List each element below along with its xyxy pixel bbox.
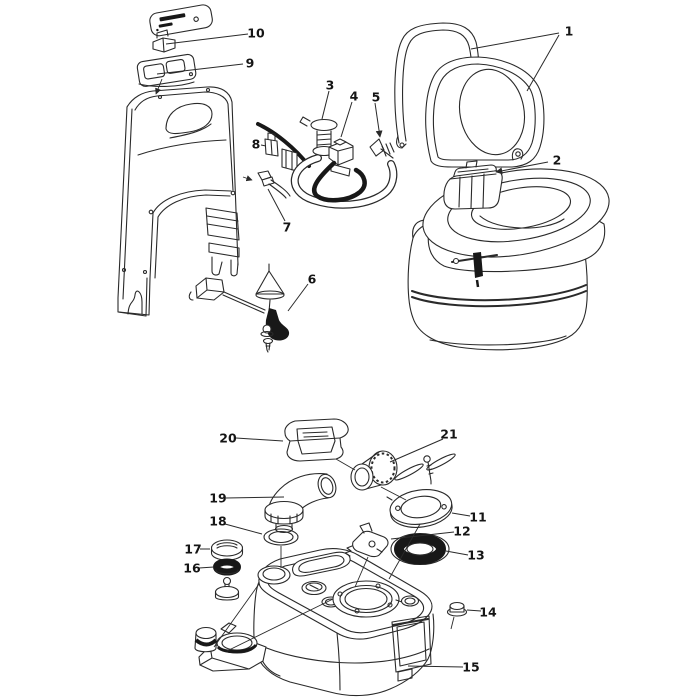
drain-cap-drawing [446, 601, 468, 617]
seal-flange-drawing [344, 489, 453, 566]
leader-line-part-12 [390, 531, 455, 540]
control-panel-covers-drawing [136, 4, 213, 95]
part-label-20: 20 [219, 431, 237, 446]
leader-line-part-16 [198, 566, 215, 569]
waste-tank-drawing [253, 548, 435, 697]
leader-line-part-10 [165, 33, 249, 45]
part-label-4: 4 [350, 89, 359, 104]
valve-knob-drawing [350, 450, 456, 491]
leader-line-part-4 [340, 101, 353, 138]
part-label-9: 9 [246, 56, 255, 71]
part-label-8: 8 [252, 137, 261, 152]
leader-line-part-20 [235, 437, 284, 442]
toilet-body-drawing [407, 168, 610, 351]
part-label-7: 7 [283, 220, 292, 235]
leader-line-part-9 [156, 63, 244, 75]
leader-line-part-1 [470, 32, 560, 50]
part-label-17: 17 [184, 542, 201, 557]
part-label-3: 3 [326, 78, 335, 93]
leader-line-part-7 [267, 188, 286, 222]
part-label-18: 18 [209, 514, 226, 529]
part-label-12: 12 [453, 524, 470, 539]
leader-line-part-11 [451, 512, 471, 517]
pour-spout-drawing [263, 473, 337, 546]
part-label-11: 11 [469, 510, 486, 525]
lid-and-seat-drawing [394, 22, 545, 180]
part-label-15: 15 [462, 660, 479, 675]
slide-cover-drawing [284, 418, 349, 462]
leader-line-part-14 [466, 609, 482, 612]
leader-line-part-8 [260, 144, 267, 147]
part-label-13: 13 [467, 548, 484, 563]
vent-cap-drawing [210, 539, 244, 601]
part-label-2: 2 [553, 153, 562, 168]
leader-line-part-2 [495, 161, 549, 175]
flush-handle-drawing [255, 263, 290, 353]
leader-line-part-15 [407, 665, 464, 668]
part-label-1: 1 [565, 24, 574, 39]
level-indicator-drawing [194, 622, 267, 672]
assembly-lines [213, 458, 455, 652]
leader-line-part-13 [445, 550, 469, 556]
part-label-10: 10 [247, 26, 265, 41]
leader-line-part-5 [374, 102, 383, 138]
leader-line-part-6 [287, 283, 309, 312]
part-label-5: 5 [372, 90, 381, 105]
leader-line-part-3 [321, 90, 330, 120]
pump-assembly-drawing [242, 116, 398, 209]
part-label-16: 16 [183, 561, 201, 576]
part-label-21: 21 [440, 427, 457, 442]
part-label-6: 6 [308, 272, 317, 287]
rear-housing-drawing [117, 86, 266, 317]
part-label-19: 19 [209, 491, 226, 506]
part-label-14: 14 [479, 605, 497, 620]
leader-line-part-1 [526, 34, 560, 92]
leader-line-part-18 [224, 523, 263, 535]
leader-line-part-19 [225, 496, 285, 499]
leader-line-part-21 [389, 438, 444, 463]
